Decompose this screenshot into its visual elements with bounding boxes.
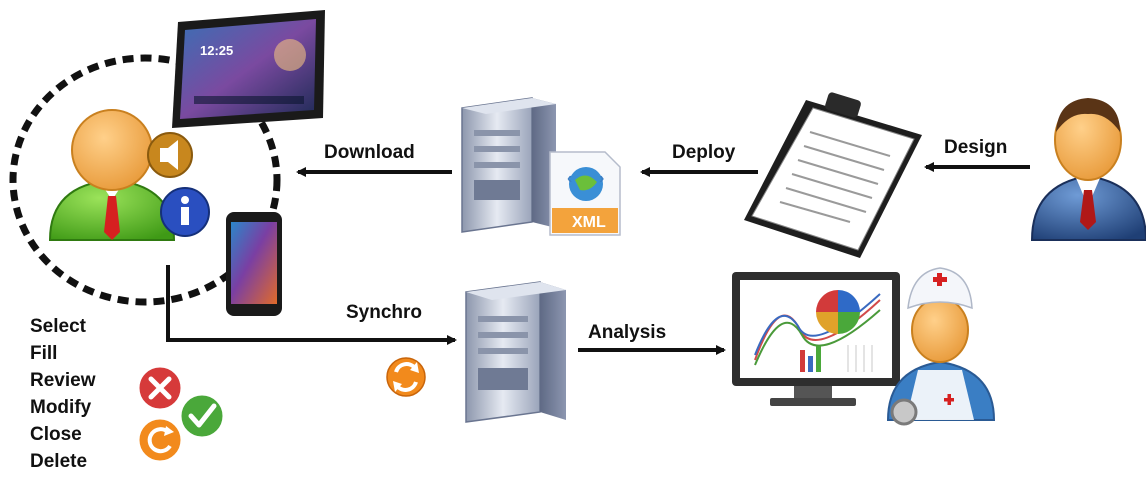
xml-label: XML [572, 214, 606, 231]
design-label: Design [944, 137, 1007, 158]
xml-document-icon: ‹ › XML [549, 151, 621, 236]
checkmark-icon [178, 392, 226, 440]
deploy-label: Deploy [672, 142, 736, 163]
svg-text:›: › [599, 170, 604, 187]
designer-user-icon [1030, 98, 1146, 241]
analysis-label: Analysis [588, 322, 666, 343]
action-select: Select [30, 316, 87, 337]
action-close: Close [30, 424, 82, 445]
mobile-scope-circle [9, 54, 281, 306]
action-modify: Modify [30, 397, 92, 418]
tablet-clock: 12:25 [200, 43, 233, 58]
delete-x-icon [136, 364, 184, 412]
smartphone-device [226, 212, 282, 316]
form-server-icon [461, 97, 556, 233]
info-icon [160, 187, 210, 237]
refresh-icon [136, 416, 184, 464]
sync-icon [386, 357, 426, 397]
action-list: Select Fill Review Modify Close Delete [30, 316, 96, 472]
analysis-monitor-icon [732, 272, 900, 406]
speaker-icon [147, 132, 193, 178]
doctor-icon [886, 267, 996, 426]
synchro-arrow [166, 265, 457, 345]
clipboard-form-icon [744, 92, 922, 258]
sync-server-icon [465, 281, 566, 423]
download-label: Download [324, 142, 415, 163]
mobile-user-icon [48, 109, 176, 241]
tablet-device: 12:25 [172, 10, 325, 128]
svg-text:‹: ‹ [567, 170, 572, 187]
action-fill: Fill [30, 343, 57, 364]
action-review: Review [30, 370, 96, 391]
action-delete: Delete [30, 451, 87, 472]
synchro-label: Synchro [346, 302, 422, 323]
